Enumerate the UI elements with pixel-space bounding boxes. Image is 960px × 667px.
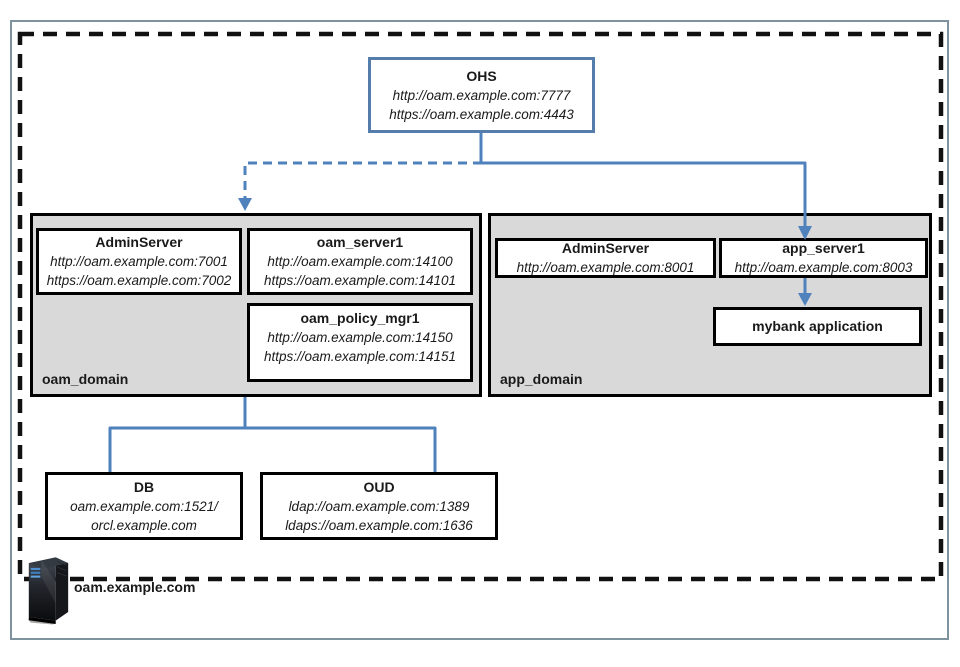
oam-policy-mgr1-url-https: https://oam.example.com:14151 (263, 349, 457, 364)
oam-adminserver-node: AdminServer http://oam.example.com:7001 … (36, 228, 242, 295)
outer-frame (10, 20, 949, 640)
oud-title: OUD (363, 478, 395, 495)
oam-policy-mgr1-url-http: http://oam.example.com:14150 (267, 330, 453, 345)
db-address-line2: orcl.example.com (91, 517, 197, 533)
oam-adminserver-title: AdminServer (95, 234, 183, 250)
oam-domain-label: oam_domain (42, 371, 129, 387)
oud-node: OUD ldap://oam.example.com:1389 ldaps://… (260, 472, 498, 540)
mybank-application-title: mybank application (752, 318, 883, 334)
oam-server1-url-https: https://oam.example.com:14101 (263, 273, 457, 288)
oud-url-ldaps: ldaps://oam.example.com:1636 (285, 517, 473, 533)
oam-domain-box: AdminServer http://oam.example.com:7001 … (30, 213, 482, 397)
app-server1-node: app_server1 http://oam.example.com:8003 (719, 238, 928, 278)
app-server1-title: app_server1 (782, 240, 865, 256)
db-address-line1: oam.example.com:1521/ (70, 498, 218, 514)
mybank-application-node: mybank application (713, 307, 922, 346)
oam-policy-mgr1-title: oam_policy_mgr1 (300, 310, 420, 326)
db-title: DB (133, 478, 155, 495)
app-domain-label: app_domain (500, 371, 583, 387)
oam-server1-node: oam_server1 http://oam.example.com:14100… (247, 228, 473, 295)
ohs-title: OHS (466, 67, 497, 84)
ohs-url-http: http://oam.example.com:7777 (392, 87, 571, 103)
app-adminserver-title: AdminServer (561, 240, 650, 256)
oam-server1-url-http: http://oam.example.com:14100 (267, 254, 453, 269)
app-domain-box: AdminServer http://oam.example.com:8001 … (488, 213, 932, 397)
oam-policy-mgr1-node: oam_policy_mgr1 http://oam.example.com:1… (247, 303, 473, 382)
app-adminserver-node: AdminServer http://oam.example.com:8001 (495, 238, 716, 278)
oud-url-ldap: ldap://oam.example.com:1389 (288, 498, 470, 514)
host-label: oam.example.com (74, 579, 196, 595)
oam-adminserver-url-https: https://oam.example.com:7002 (46, 273, 232, 288)
ohs-url-https: https://oam.example.com:4443 (389, 106, 574, 122)
host-tag: oam.example.com (24, 553, 284, 625)
app-adminserver-url-http: http://oam.example.com:8001 (516, 260, 695, 275)
ohs-node: OHS http://oam.example.com:7777 https://… (368, 57, 595, 133)
server-icon (27, 557, 69, 625)
app-server1-url-http: http://oam.example.com:8003 (734, 260, 913, 275)
oam-adminserver-url-http: http://oam.example.com:7001 (50, 254, 228, 269)
oam-server1-title: oam_server1 (316, 234, 404, 250)
db-node: DB oam.example.com:1521/ orcl.example.co… (45, 472, 243, 540)
